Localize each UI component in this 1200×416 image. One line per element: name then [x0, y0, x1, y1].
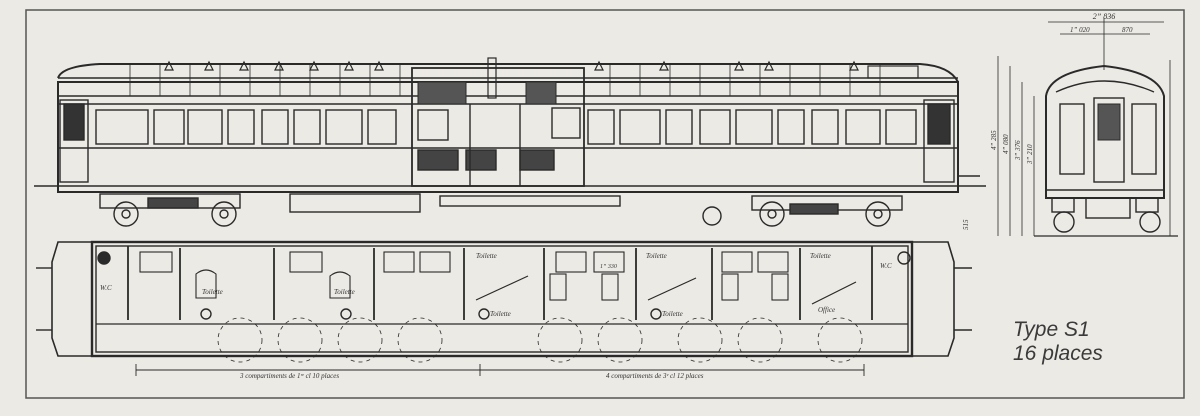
height-dim-4: 3” 210	[1026, 144, 1034, 165]
toilette-label-6: Toilette	[662, 310, 683, 318]
half-right-dim: 870	[1122, 26, 1133, 34]
wc-label-2: W.C	[880, 262, 892, 270]
height-dim-1: 4” 285	[990, 130, 998, 150]
height-dim-2: 4” 080	[1002, 134, 1010, 154]
sheet-border	[25, 9, 1185, 399]
bogie-right	[702, 195, 903, 227]
comp-third-label: 4 compartiments de 3ᵉ cl 12 places	[606, 372, 704, 380]
type-label: Type S1	[1013, 318, 1090, 341]
height-dim-3: 3” 376	[1014, 140, 1022, 161]
toilette-label-2: Toilette	[334, 288, 355, 296]
width-dim: 2” 836	[1093, 12, 1115, 21]
toilette-label-5: Toilette	[646, 252, 667, 260]
caption: Type S1 16 places	[1013, 318, 1103, 366]
end-view	[997, 18, 1178, 237]
bogie-left	[99, 193, 241, 227]
places-label: 16 places	[1013, 342, 1103, 365]
end-view-dimensions: 2” 836 1” 020 870 4” 285 4” 080 3” 376 3…	[962, 12, 1133, 230]
wc-label-1: W.C	[100, 284, 112, 292]
seat-dim-label: 1” 330	[600, 264, 617, 270]
side-elevation	[34, 57, 986, 227]
plan-labels: Toilette Toilette Toilette Toilette Toil…	[100, 252, 892, 380]
toilette-label-3: Toilette	[476, 252, 497, 260]
toilette-label-4: Toilette	[490, 310, 511, 318]
plan-view	[36, 240, 972, 376]
comp-first-label: 3 compartiments de 1ʳᵉ cl 10 places	[239, 372, 339, 380]
toilette-label-1: Toilette	[202, 288, 223, 296]
small-dim: 515	[962, 219, 970, 230]
toilette-label-7: Toilette	[810, 252, 831, 260]
office-label: Office	[818, 306, 835, 314]
half-left-dim: 1” 020	[1070, 26, 1090, 34]
